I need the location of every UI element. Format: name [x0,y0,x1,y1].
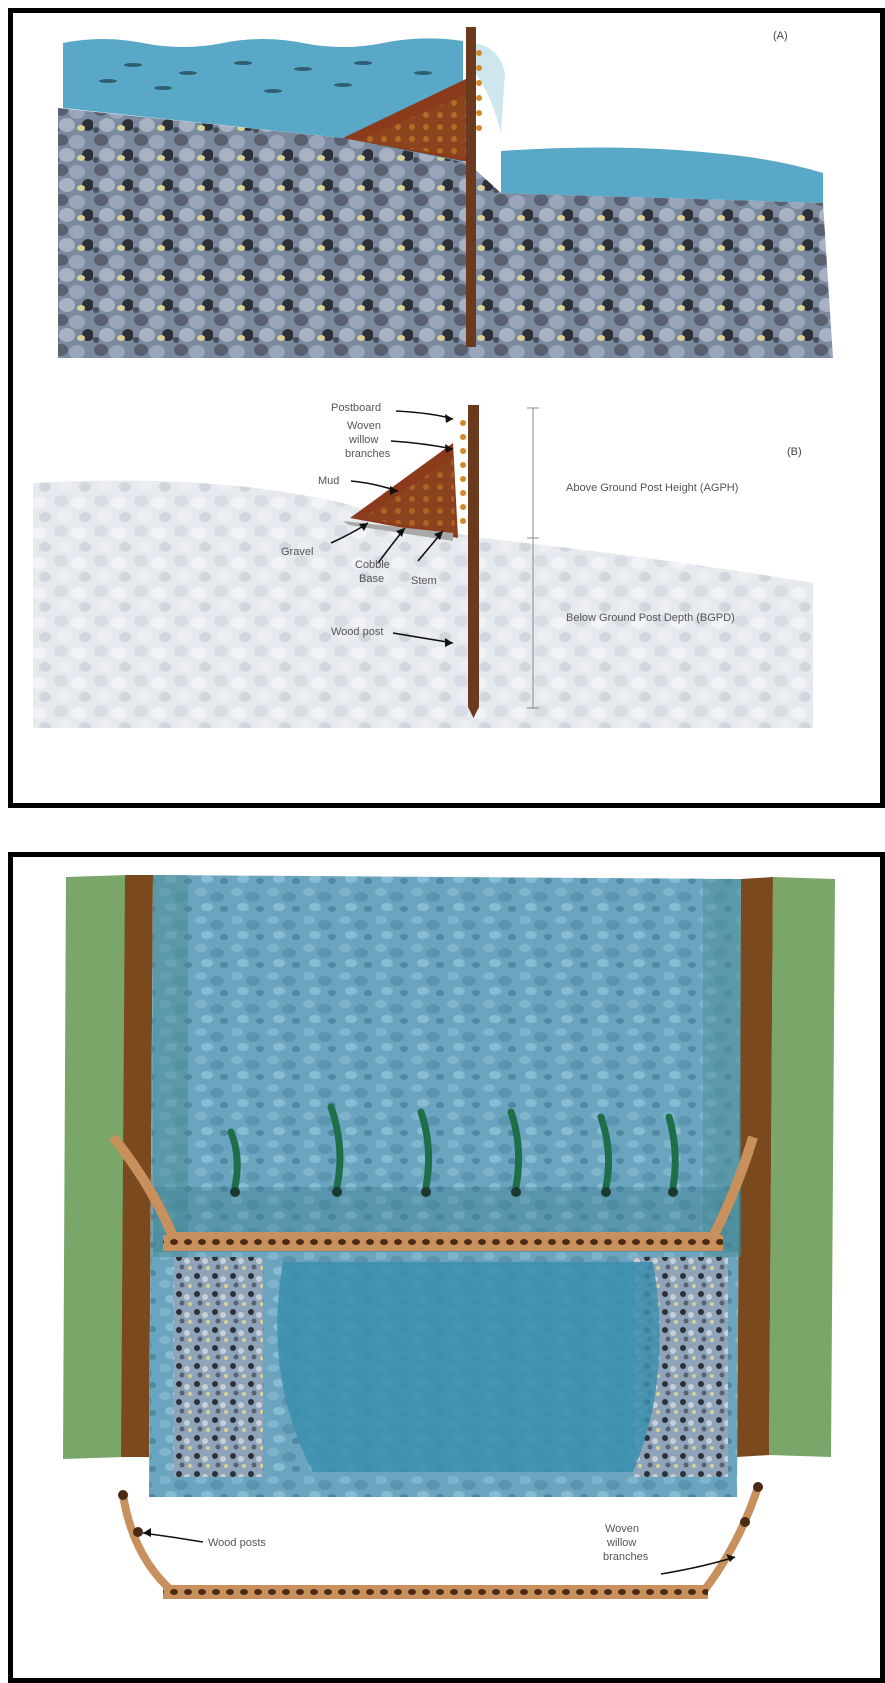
panel-letter-b: (B) [787,446,802,458]
label-cobble-1: Cobble [355,559,390,571]
label-wood-posts: Wood posts [208,1537,266,1549]
label-woven-1: Woven [347,420,381,432]
upper-river-scene: (A) [58,27,833,358]
label-bgpd: Below Ground Post Depth (BGPD) [566,612,735,624]
labelled-structure-diagram: Postboard Woven willow branches Mud Grav… [33,402,813,728]
barrier-plan-diagram: Wood posts Woven willow branches [118,1482,763,1599]
label-woven-b-1: Woven [605,1523,639,1535]
panel-b-plan-view: Wood posts Woven willow branches [8,852,885,1683]
label-wood-post: Wood post [331,626,383,638]
wood-post-icon [468,405,479,707]
label-woven-b-3: branches [603,1551,649,1563]
label-stem: Stem [411,575,437,587]
plan-view-scene [63,875,835,1497]
cross-section-illustration: (A) [13,13,885,808]
panel-a-cross-section: (A) [8,8,885,808]
label-woven-b-2: willow [606,1537,636,1549]
label-cobble-2: Base [359,573,384,585]
label-woven-2: willow [348,434,378,446]
label-agph: Above Ground Post Height (AGPH) [566,482,738,494]
label-mud: Mud [318,475,339,487]
label-postboard: Postboard [331,402,381,414]
label-gravel: Gravel [281,546,313,558]
panel-letter-a: (A) [773,30,788,42]
label-woven-3: branches [345,448,391,460]
plan-view-illustration: Wood posts Woven willow branches [13,857,885,1683]
